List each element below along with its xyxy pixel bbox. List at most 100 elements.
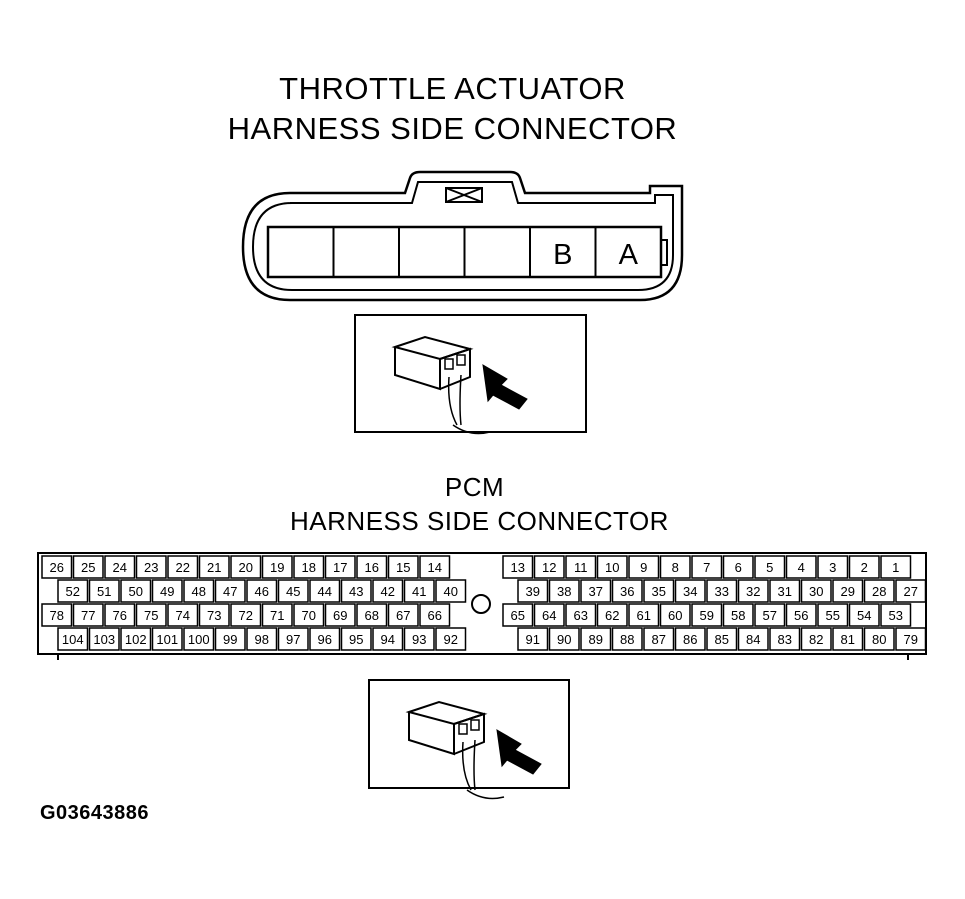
pcm-pin-label: 27 [904,584,918,599]
pcm-pin-label: 5 [766,560,773,575]
pcm-pin-cell [895,579,927,603]
pcm-pin-label: 100 [188,632,210,647]
terminal-slot [470,719,480,731]
pcm-pin-cell [611,579,643,603]
pcm-pin-cell [548,579,580,603]
pcm-pin-cell [848,603,880,627]
pcm-pin-label: 18 [302,560,316,575]
pcm-pin-label: 2 [861,560,868,575]
pcm-pin-cell [340,627,372,651]
pcm-pin-cell [198,555,230,579]
pcm-pin-cell [628,555,660,579]
pcm-pin-label: 68 [365,608,379,623]
pcm-pin-label: 75 [144,608,158,623]
pcm-pin-cell [832,627,864,651]
pcm-pin-cell [387,555,419,579]
throttle-harness-title: HARNESS SIDE CONNECTOR [227,111,678,146]
pcm-pin-cell [785,555,817,579]
pcm-pin-label: 22 [176,560,190,575]
pcm-pin-label: 20 [239,560,253,575]
pcm-pin-cell [691,603,723,627]
pcm-pin-label: 13 [511,560,525,575]
probe-wire [452,424,491,435]
pcm-title: PCM [444,472,505,502]
pcm-pin-cell [167,603,199,627]
pcm-pin-label: 44 [318,584,332,599]
pcm-pin-cell [502,603,534,627]
pcm-pin-cell [277,627,309,651]
pcm-pin-cell [548,627,580,651]
pcm-pin-cell [800,627,832,651]
pcm-pin-cell [356,555,388,579]
pcm-pin-label: 63 [574,608,588,623]
pcm-pin-cell [435,627,467,651]
pcm-pin-cell [737,627,769,651]
pcm-pin-cell [246,627,278,651]
pcm-pin-cell [659,555,691,579]
pcm-pin-cell [230,555,262,579]
pcm-pin-label: 7 [703,560,710,575]
pcm-pin-label: 83 [778,632,792,647]
pcm-pin-cell [72,603,104,627]
pcm-pin-label: 51 [97,584,111,599]
probe-wire [461,741,472,791]
pcm-pin-label: 62 [605,608,619,623]
pcm-pin-cell [643,579,675,603]
pcm-pin-label: 101 [156,632,178,647]
pcm-pin-cell [277,579,309,603]
pcm-pin-label: 43 [349,584,363,599]
pcm-pin-cell [580,579,612,603]
connector-block-face [439,347,471,390]
pcm-pin-label: 59 [700,608,714,623]
pcm-pin-cell [596,603,628,627]
pcm-pin-label: 55 [826,608,840,623]
pcm-pin-label: 88 [620,632,634,647]
pcm-pin-cell [57,579,89,603]
pcm-pin-label: 37 [589,584,603,599]
pcm-harness-title: HARNESS SIDE CONNECTOR [290,506,669,536]
pcm-pin-label: 82 [809,632,823,647]
pcm-pin-cell [643,627,675,651]
pcm-pin-label: 48 [192,584,206,599]
probe-arrow [496,729,542,775]
pcm-pin-cell [419,555,451,579]
pcm-pin-label: 26 [50,560,64,575]
pcm-pin-cell [293,555,325,579]
pcm-pin-label: 8 [672,560,679,575]
pcm-pin-label: 17 [333,560,347,575]
pcm-pin-label: 31 [778,584,792,599]
pcm-pin-label: 36 [620,584,634,599]
pcm-pin-label: 49 [160,584,174,599]
pcm-pin-cell [502,555,534,579]
connector-block-side [408,712,455,756]
probe-arrow [482,364,528,410]
pcm-connector [37,552,927,660]
pcm-pin-label: 56 [794,608,808,623]
pcm-pin-cell [674,579,706,603]
pcm-pin-cell [754,603,786,627]
pcm-pin-label: 65 [511,608,525,623]
pcm-pin-label: 70 [302,608,316,623]
pcm-pin-label: 16 [365,560,379,575]
pcm-pin-label: 25 [81,560,95,575]
pcm-pin-label: 74 [176,608,190,623]
pcm-pin-cell [261,603,293,627]
pcm-pin-label: 78 [50,608,64,623]
pcm-pin-label: 32 [746,584,760,599]
probe-wire [459,374,462,426]
pcm-pin-label: 47 [223,584,237,599]
pcm-pin-cell [135,603,167,627]
pcm-pin-label: 98 [255,632,269,647]
pcm-pin-label: 84 [746,632,760,647]
terminal-slot [444,358,454,370]
pcm-pin-label: 81 [841,632,855,647]
pcm-pin-label: 104 [62,632,84,647]
pcm-pin-cell [769,579,801,603]
throttle-cavity [267,226,335,278]
pcm-pin-label: 3 [829,560,836,575]
pcm-pin-cell [387,603,419,627]
pcm-pin-cell [403,627,435,651]
pcm-pin-cell [817,603,849,627]
